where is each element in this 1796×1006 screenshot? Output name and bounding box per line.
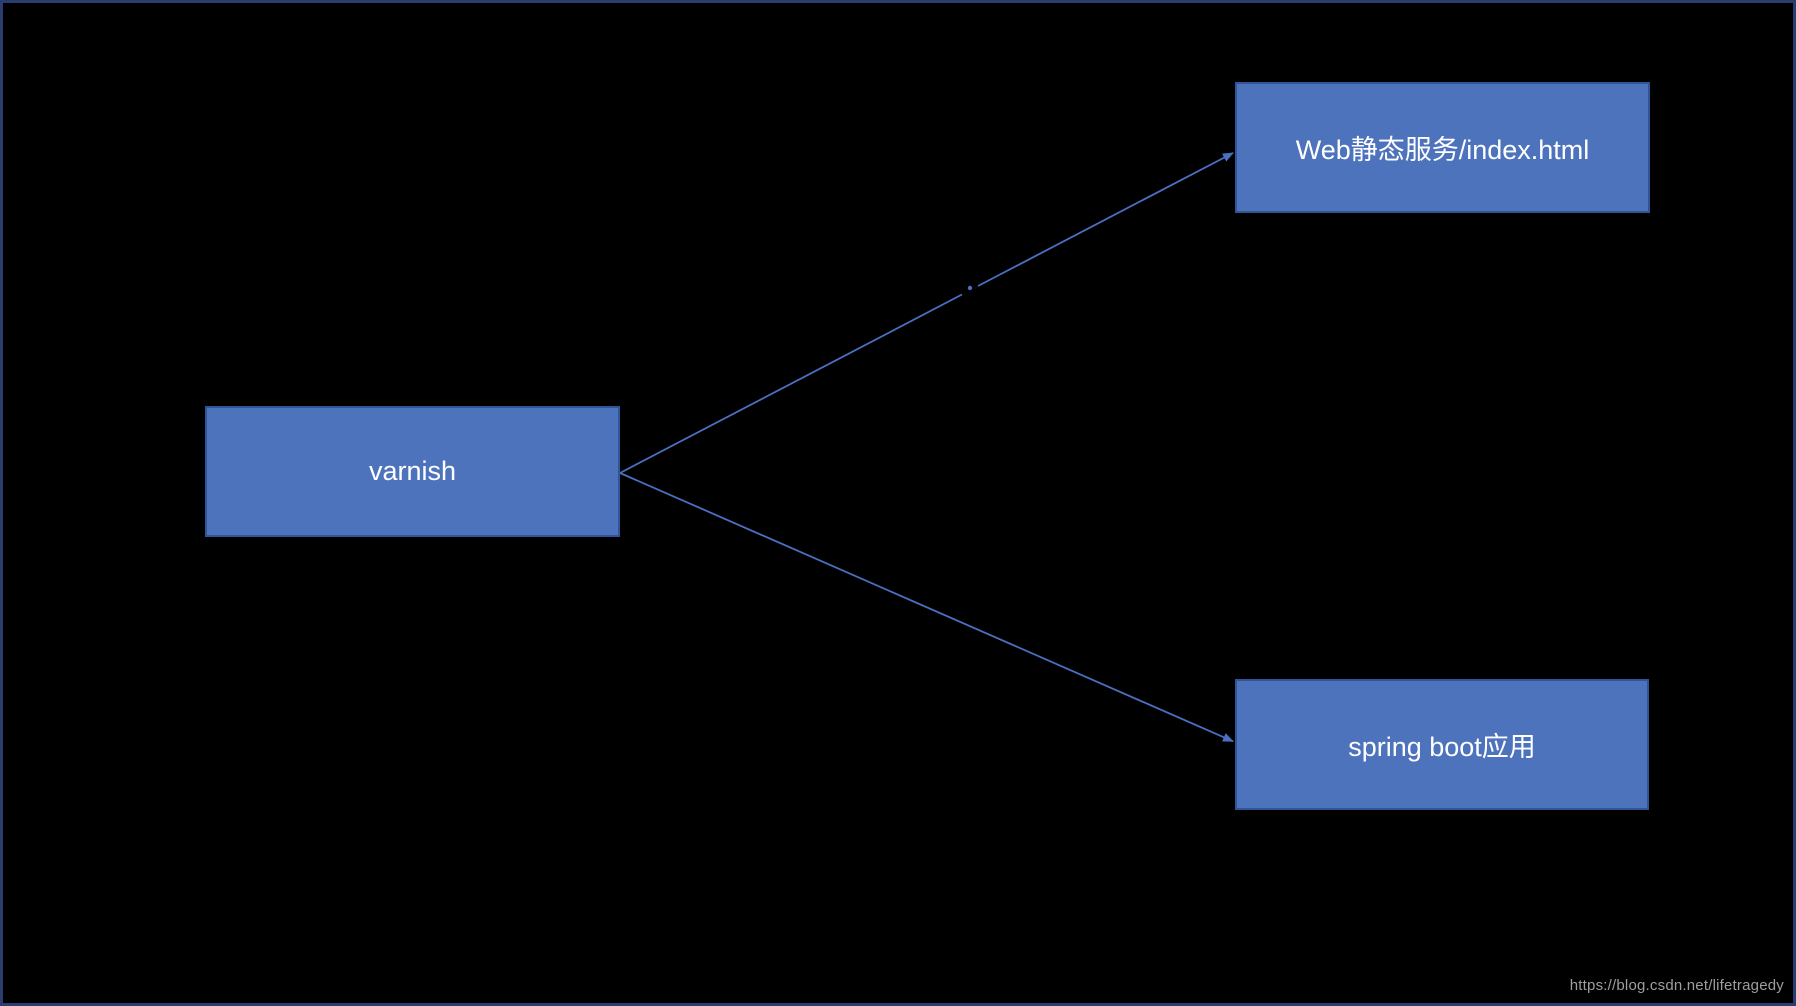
node-web-static-service: Web静态服务/index.html [1235, 82, 1650, 213]
node-spring-boot-app-label: spring boot应用 [1348, 732, 1536, 762]
node-spring-boot-app: spring boot应用 [1235, 679, 1649, 810]
watermark: https://blog.csdn.net/lifetragedy [1569, 977, 1784, 994]
edge-varnish-to-web-segment-b [977, 152, 1234, 287]
node-varnish-label: varnish [368, 456, 457, 486]
node-web-static-service-label: Web静态服务/index.html [1295, 135, 1590, 165]
edge-varnish-to-spring-boot [619, 472, 1234, 743]
edge-varnish-to-web-segment-a [619, 293, 963, 474]
node-varnish: varnish [205, 406, 620, 537]
edge-dot [967, 285, 973, 291]
